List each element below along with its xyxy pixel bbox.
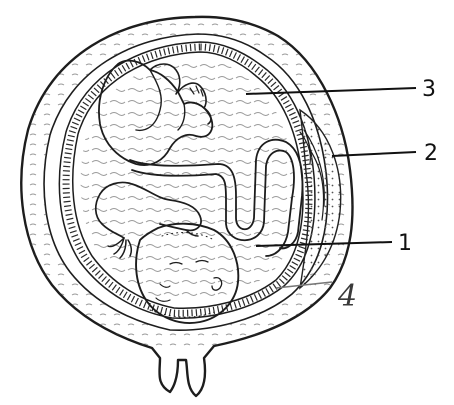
label-4: 4 <box>337 279 357 314</box>
label-3: 3 <box>422 77 436 102</box>
label-2: 2 <box>424 141 438 166</box>
label-1: 1 <box>398 231 412 256</box>
